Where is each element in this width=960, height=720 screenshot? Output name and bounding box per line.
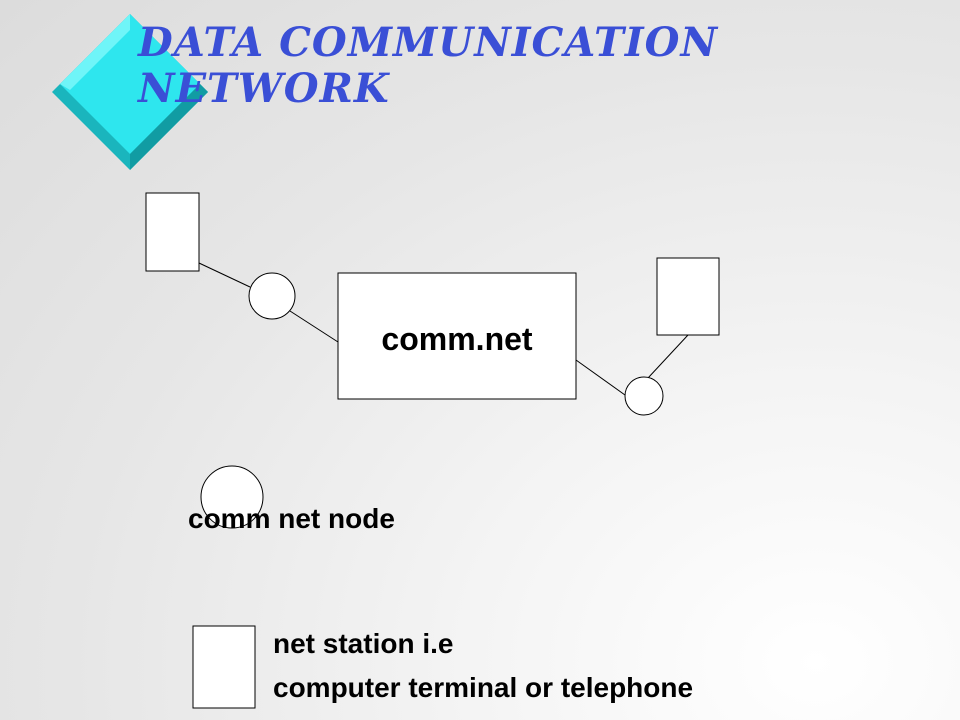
link-node1-network — [289, 310, 339, 343]
net-node-1 — [248, 272, 296, 320]
link-node2-station2 — [647, 334, 689, 379]
legend-station-symbol — [192, 625, 256, 709]
comm-network-label: comm.net — [381, 321, 532, 357]
title-line-2: NETWORK — [138, 65, 390, 112]
legend-station-label: net station i.e computer terminal or tel… — [273, 622, 693, 710]
slide-title: DATA COMMUNICATION NETWORK — [138, 20, 718, 112]
net-node-2 — [624, 376, 664, 416]
legend-station-line-2: computer terminal or telephone — [273, 672, 694, 703]
link-station1-node1 — [198, 262, 251, 288]
comm-network-box — [337, 272, 577, 400]
title-line-1: DATA COMMUNICATION — [138, 19, 719, 66]
legend-station-line-1: net station i.e — [273, 628, 454, 659]
legend-node-symbol — [200, 465, 264, 529]
net-station-1 — [145, 192, 200, 272]
link-network-node2 — [575, 359, 633, 401]
diamond-bullet-icon — [52, 14, 208, 170]
net-station-2 — [656, 257, 720, 336]
legend-node-label: comm net node — [188, 503, 395, 534]
